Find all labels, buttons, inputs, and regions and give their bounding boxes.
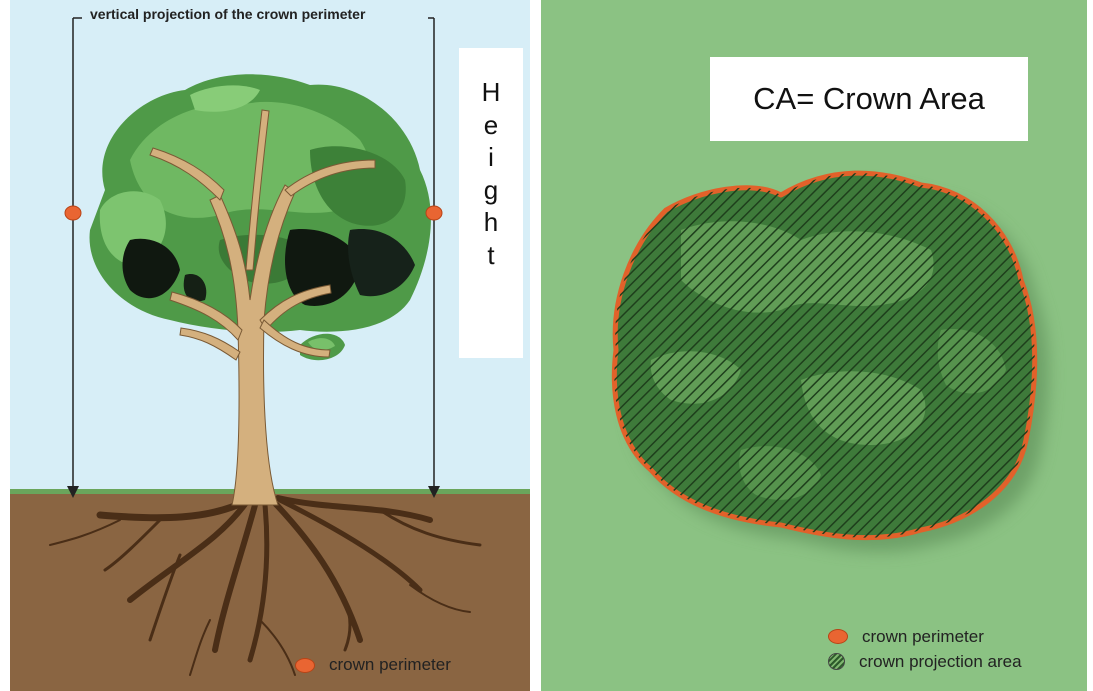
ground-soil [10, 494, 530, 691]
tree-crown [89, 74, 431, 361]
height-letter: g [483, 174, 499, 205]
legend-label: crown projection area [859, 651, 1022, 671]
projection-title: vertical projection of the crown perimet… [90, 6, 366, 22]
tree-side-view-panel: vertical projection of the crown perimet… [10, 0, 530, 691]
projection-lines [67, 17, 440, 498]
tree-illustration [49, 17, 482, 676]
legend-label: crown perimeter [329, 655, 451, 674]
height-letter: t [487, 239, 495, 270]
right-legend: crown perimeter crown projection area [828, 624, 1022, 674]
legend-item: crown projection area [828, 649, 1022, 674]
orange-dot-icon [295, 657, 315, 673]
orange-dot-icon [828, 629, 848, 644]
tree-trunk [149, 109, 376, 506]
height-letter: h [483, 207, 499, 237]
tree-roots [49, 495, 482, 676]
crown-projection-illustration [611, 170, 1049, 552]
crown-projection-area [611, 170, 1038, 541]
hatched-dot-icon [828, 653, 845, 670]
height-label-box: H e i g h t [459, 48, 523, 358]
crown-perimeter-markers [64, 205, 443, 221]
height-letter: H [481, 77, 501, 107]
height-letter: e [483, 109, 499, 140]
left-legend: crown perimeter [295, 655, 451, 675]
height-letter: i [488, 142, 494, 172]
crown-area-label: CA= Crown Area [710, 57, 1028, 141]
legend-item: crown perimeter [828, 624, 1022, 649]
legend-label: crown perimeter [862, 626, 984, 646]
crown-projection-panel: CA= Crown Area crown perimeter crown pro… [541, 0, 1087, 691]
